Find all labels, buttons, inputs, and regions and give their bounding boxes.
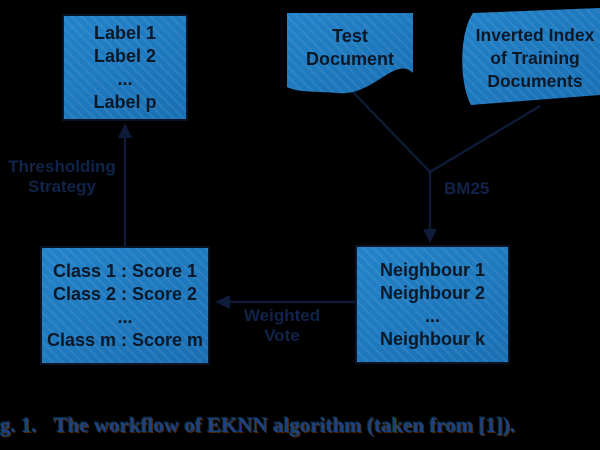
class-scores-line: Class 1 : Score 1 [52, 260, 198, 281]
weighted-vote-label: Weighted Vote [226, 306, 338, 346]
figure-caption-number: g. 1. [0, 413, 37, 437]
neighbours-line: Neighbour 1 [379, 259, 485, 280]
class-scores-line: Class 2 : Score 2 [52, 283, 198, 304]
labels-box-ellipsis: ... [117, 68, 133, 89]
class-scores-box: Class 1 : Score 1 Class 2 : Score 2 ... … [40, 246, 210, 365]
thresholding-label-line: Strategy [27, 177, 97, 196]
class-scores-ellipsis: ... [117, 306, 133, 327]
arrow-up-icon [118, 123, 132, 138]
neighbours-box: Neighbour 1 Neighbour 2 ... Neighbour k [355, 245, 510, 364]
labels-box-line: Label 2 [93, 45, 157, 66]
arrow-left-icon [215, 295, 230, 309]
labels-box-line: Label p [93, 91, 157, 112]
figure-caption-text: The workflow of EKNN algorithm (taken fr… [53, 413, 516, 437]
thresholding-label-line: Thresholding [8, 157, 116, 176]
labels-box-line: Label 1 [93, 22, 157, 43]
bm25-connector-lines [351, 90, 541, 230]
arrow-down-icon [423, 229, 437, 243]
labels-box: Label 1 Label 2 ... Label p [62, 14, 188, 121]
inverted-index-line: Inverted Index [475, 24, 595, 45]
test-document-shape: Test Document [287, 13, 413, 97]
test-document-line: Test [332, 26, 368, 46]
test-document-line: Document [305, 49, 394, 69]
weighted-vote-label-line: Vote [264, 326, 300, 345]
inverted-index-shape: Inverted Index of Training Documents [456, 8, 600, 108]
neighbours-line: Neighbour 2 [379, 282, 485, 303]
neighbours-line: Neighbour k [379, 328, 485, 349]
class-scores-line: Class m : Score m [46, 329, 204, 350]
inverted-index-line: Documents [487, 70, 583, 91]
neighbours-ellipsis: ... [424, 305, 440, 326]
weighted-vote-label-line: Weighted [243, 306, 321, 325]
bm25-label: BM25 [444, 179, 490, 198]
inverted-index-line: of Training [490, 47, 580, 68]
figure-caption: g. 1. The workflow of EKNN algorithm (tak… [0, 413, 600, 438]
thresholding-strategy-label: Thresholding Strategy [0, 157, 124, 197]
